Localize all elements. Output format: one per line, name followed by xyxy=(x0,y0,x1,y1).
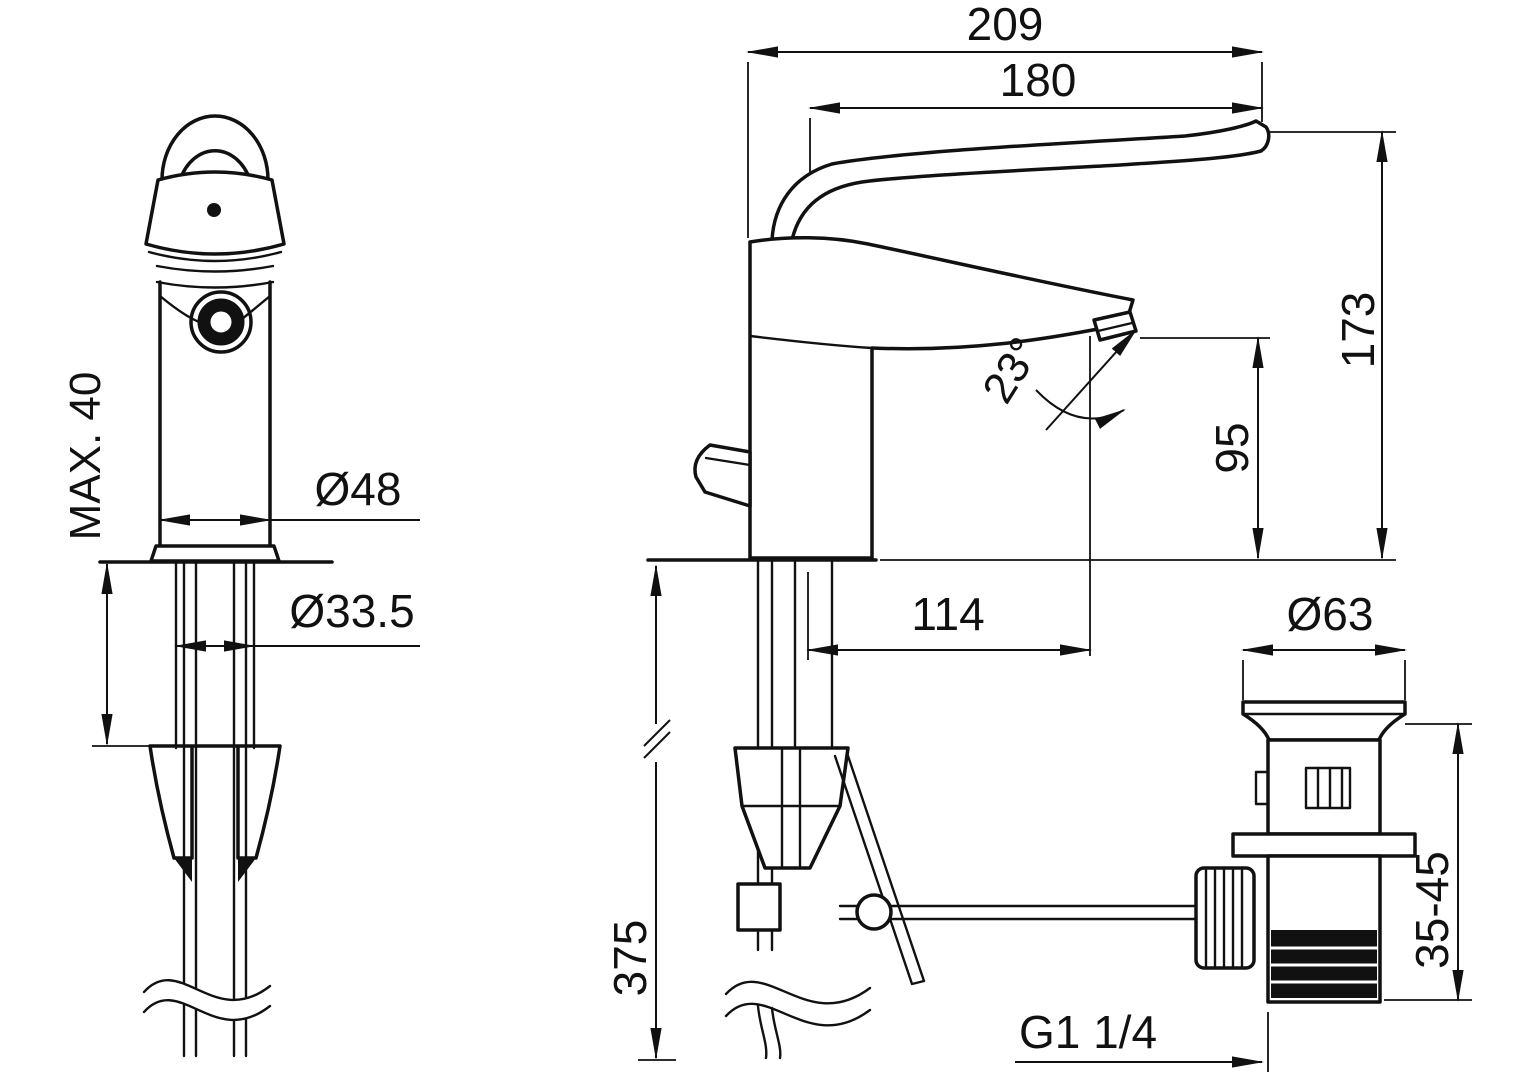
popup-waste-assembly xyxy=(1194,700,1417,1004)
popup-rod-ball-joint xyxy=(855,893,893,931)
waste-overflow-window xyxy=(1304,766,1352,810)
handle-cap-seam xyxy=(147,250,283,263)
aerator-ring xyxy=(197,298,245,346)
dim-waste-thread: G1 1/4 xyxy=(1015,1006,1269,1072)
waste-clamp-screw-knurling xyxy=(1204,868,1244,968)
dim-outlet-reach: 114 xyxy=(806,572,1092,660)
dim-total-length: 209 xyxy=(746,0,1264,238)
handle-pin xyxy=(207,203,221,217)
clamp-cone-details xyxy=(740,746,842,870)
lever-handle xyxy=(770,119,1271,242)
neck-rings xyxy=(155,264,275,289)
waste-flange-diameter-label: Ø63 xyxy=(1287,588,1374,640)
clamp-tips-front xyxy=(174,858,256,882)
waste-side-lug xyxy=(1254,770,1270,806)
hose-length-label: 375 xyxy=(604,920,656,997)
clamp-cone-side xyxy=(733,746,850,870)
front-view xyxy=(98,114,334,1058)
dim-max-mounting-thickness: MAX. 40 xyxy=(61,372,150,747)
dim-body-diameter: Ø48 xyxy=(158,463,420,526)
body-sides xyxy=(158,280,272,548)
waste-overflow-bars xyxy=(1316,766,1344,810)
handle-loop xyxy=(160,114,270,182)
dim-waste-flange-diameter: Ø63 xyxy=(1241,588,1407,700)
angle-direction-line xyxy=(1045,328,1138,431)
dim-ext-lines xyxy=(1242,660,1406,700)
base-flange xyxy=(149,544,281,563)
waste-top-flange xyxy=(1241,700,1407,742)
dim-waste-adjust-range: 35-45 xyxy=(1384,722,1472,1002)
dim-outlet-height: 95 xyxy=(1140,336,1270,560)
total-height-label: 173 xyxy=(1332,292,1384,369)
outlet-reach-label: 114 xyxy=(911,588,984,640)
side-control-lever-seam xyxy=(704,456,752,467)
dim-line-break xyxy=(643,719,671,759)
mounting-shank-side xyxy=(793,558,834,748)
aerator-outer xyxy=(189,290,253,354)
break-band-side xyxy=(726,981,870,1026)
dim-hose-length: 375 xyxy=(604,564,676,1061)
mounting-shank-front xyxy=(174,560,256,750)
waste-thread-lines xyxy=(1271,946,1377,984)
body-diameter-label: Ø48 xyxy=(315,463,402,515)
popup-rod-horizontal xyxy=(838,904,1198,921)
faucet-body-side xyxy=(748,235,1135,560)
dim-lever-length: 180 xyxy=(808,54,1264,172)
dim-total-height: 173 xyxy=(1268,130,1396,560)
supply-pipes-front xyxy=(182,560,248,1058)
angle-arc xyxy=(1035,389,1126,429)
hose-tails-side xyxy=(756,1004,782,1060)
waste-mid-flange xyxy=(1231,832,1417,858)
total-length-label: 209 xyxy=(967,0,1044,50)
shank-diameter-label: Ø33.5 xyxy=(289,585,414,637)
front-view-dimensions: MAX. 40 Ø48 Ø33.5 xyxy=(61,372,420,747)
max-mounting-thickness-label: MAX. 40 xyxy=(61,372,110,541)
side-view xyxy=(646,119,1271,1060)
outlet-height-label: 95 xyxy=(1206,422,1258,473)
body-seam xyxy=(748,334,874,350)
spout-outlet-lip xyxy=(1096,321,1134,333)
break-band-front xyxy=(144,980,270,1020)
waste-thread-label: G1 1/4 xyxy=(1019,1006,1157,1058)
waste-adjust-range-label: 35-45 xyxy=(1406,851,1458,969)
side-control-lever xyxy=(693,443,752,508)
lever-length-label: 180 xyxy=(1000,54,1077,106)
break-waves-front xyxy=(142,979,272,1021)
break-waves-side xyxy=(724,980,872,1027)
popup-rod-diagonal xyxy=(833,751,926,986)
mounting-nut-side xyxy=(736,882,782,932)
dim-shank-diameter: Ø33.5 xyxy=(174,585,420,652)
clamp-cones-front xyxy=(148,744,282,860)
waste-body xyxy=(1266,738,1382,836)
